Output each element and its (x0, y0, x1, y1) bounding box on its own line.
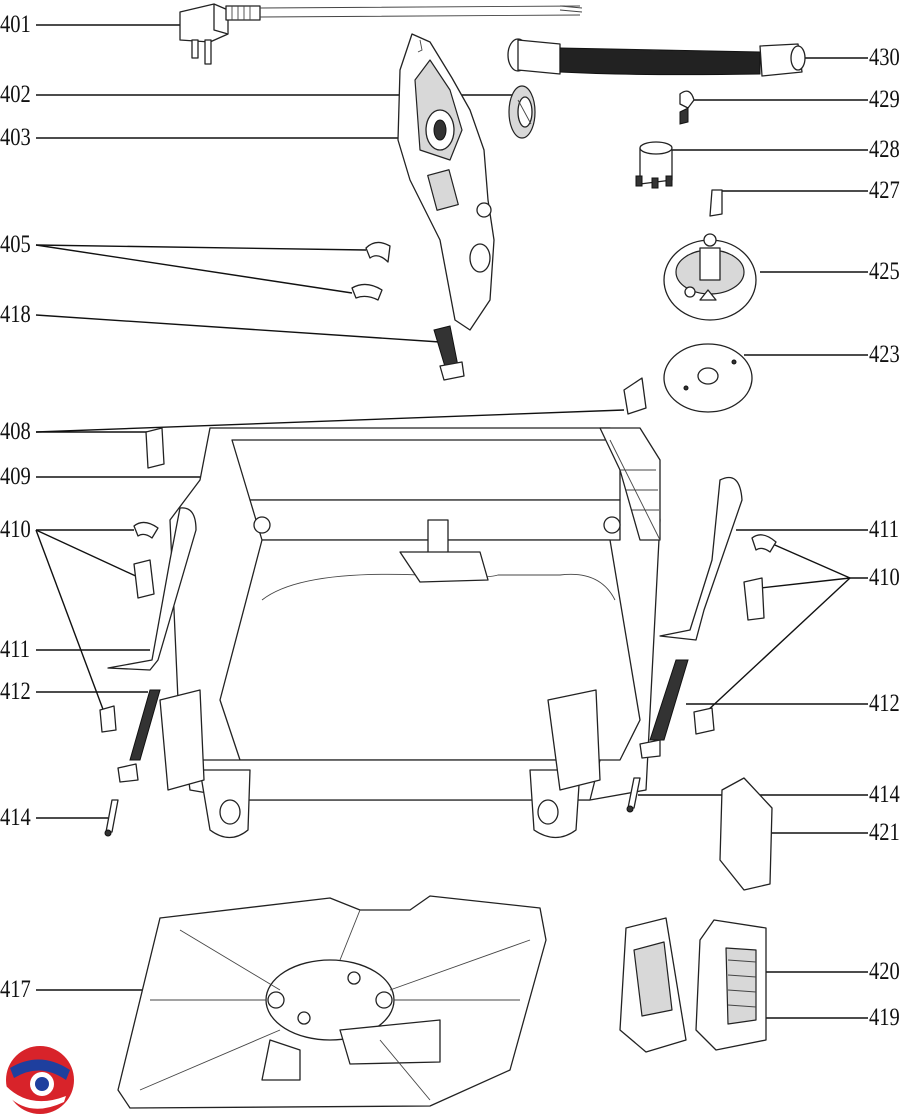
filter-unit-parts (619, 917, 767, 1053)
hose-clamp-part (679, 90, 695, 125)
label-414-right: 414 (869, 781, 900, 808)
label-418: 418 (0, 301, 31, 328)
cable-clip-parts (145, 377, 647, 469)
power-cord-plug (179, 3, 583, 65)
label-414-left: 414 (0, 804, 31, 831)
disk-part (663, 343, 753, 413)
right-clip-parts (693, 534, 777, 735)
drain-hose-part (507, 38, 806, 77)
spring-parts (117, 659, 689, 783)
base-frame (159, 427, 661, 839)
label-412-left: 412 (0, 678, 31, 705)
label-409: 409 (0, 463, 31, 490)
label-402: 402 (0, 81, 31, 108)
cover-plate-part (719, 777, 773, 891)
label-427: 427 (869, 177, 900, 204)
label-417: 417 (0, 976, 31, 1003)
label-430: 430 (869, 44, 900, 71)
label-425: 425 (869, 258, 900, 285)
small-connector-part (709, 189, 723, 217)
screw-part (433, 325, 465, 381)
label-411-left: 411 (0, 636, 30, 663)
label-423: 423 (869, 341, 900, 368)
label-408: 408 (0, 418, 31, 445)
label-411-right: 411 (869, 516, 899, 543)
grommet-part (508, 85, 536, 139)
label-412-right: 412 (869, 690, 900, 717)
base-pan-part (117, 895, 547, 1109)
side-plate-part (397, 33, 495, 331)
label-410-left: 410 (0, 516, 31, 543)
pressure-switch-part (635, 141, 673, 189)
label-401: 401 (0, 11, 31, 38)
label-428: 428 (869, 136, 900, 163)
label-429: 429 (869, 86, 900, 113)
sump-cover-part (663, 233, 757, 321)
pin-parts (104, 777, 641, 837)
label-405: 405 (0, 231, 31, 258)
label-419: 419 (869, 1004, 900, 1031)
clip-parts (351, 241, 391, 301)
leader-lines (35, 24, 868, 1019)
brand-logo (6, 1046, 74, 1114)
label-403: 403 (0, 124, 31, 151)
label-420: 420 (869, 958, 900, 985)
left-clip-parts (99, 521, 159, 733)
hinge-arm-parts (107, 476, 743, 671)
label-410-right: 410 (869, 564, 900, 591)
label-421: 421 (869, 819, 900, 846)
